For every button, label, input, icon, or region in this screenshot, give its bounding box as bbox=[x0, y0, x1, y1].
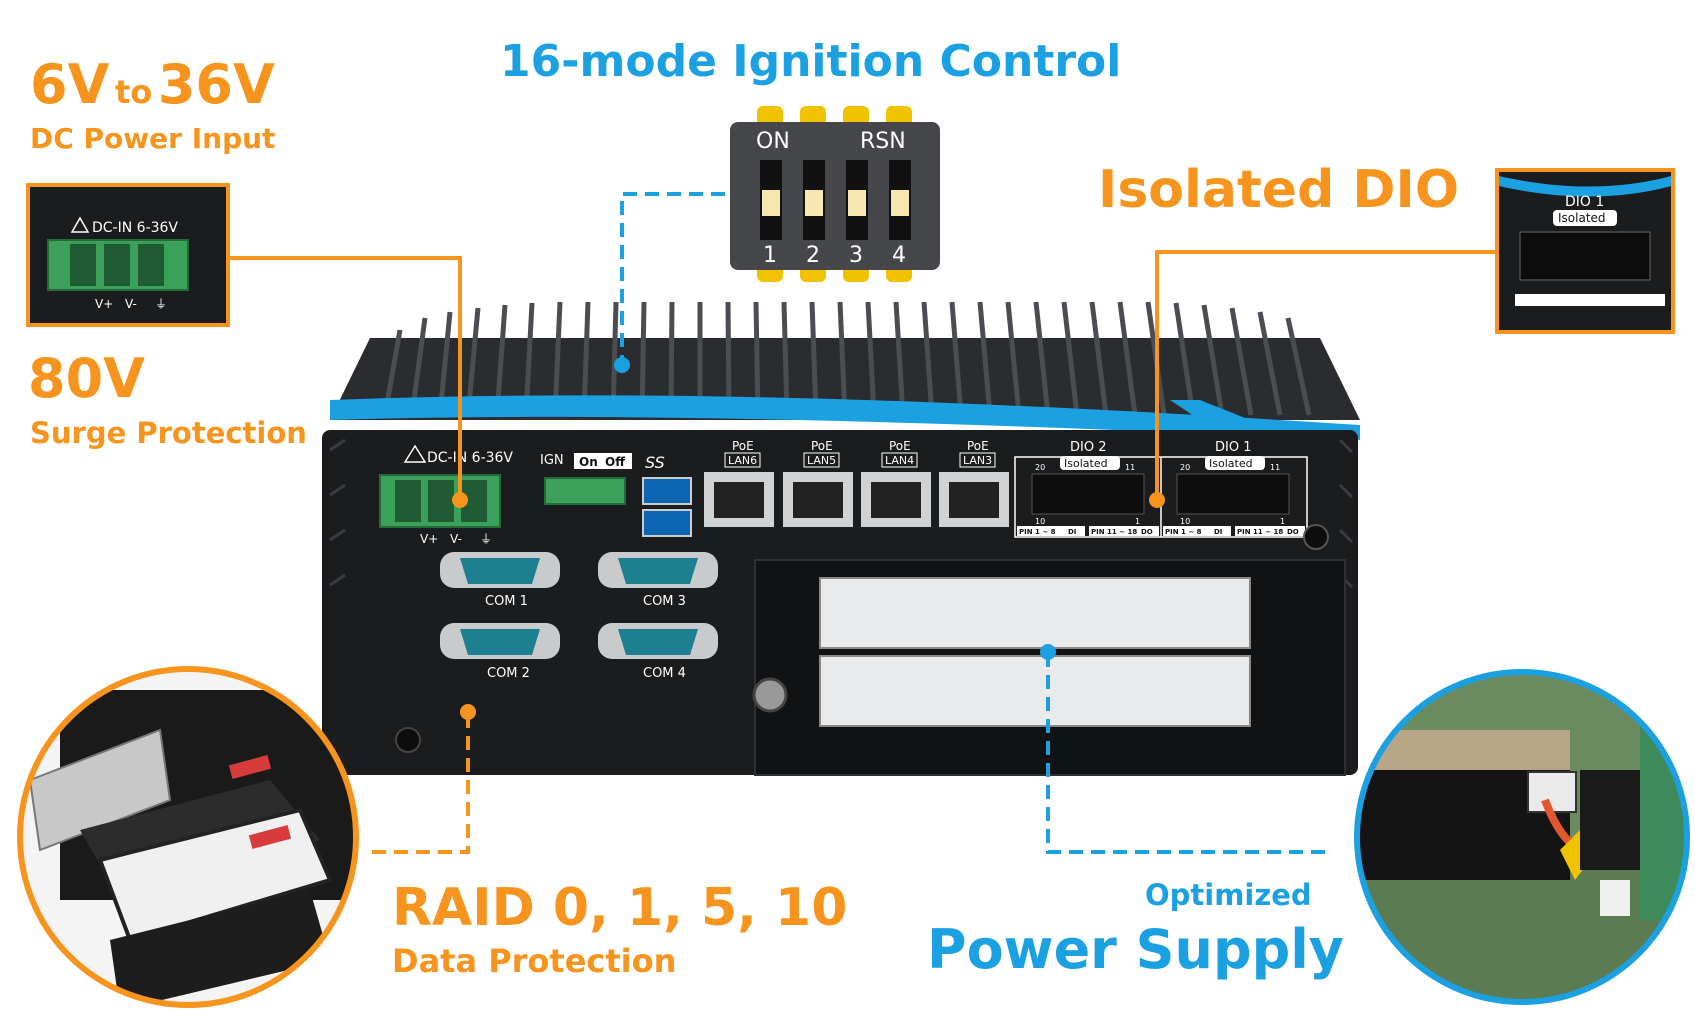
blue-swoosh bbox=[330, 395, 1360, 440]
usb-ss-label: SS bbox=[645, 453, 665, 472]
dc-pin-vminus: V- bbox=[450, 532, 462, 546]
voltage-low: 6V bbox=[30, 53, 110, 116]
svg-text:11: 11 bbox=[1270, 463, 1280, 472]
line-raid bbox=[372, 712, 470, 854]
svg-text:PoE: PoE bbox=[732, 439, 754, 453]
dio-1: DIO 1 Isolated 20 11 10 1 PIN 1 ~ 8 DI P… bbox=[1163, 440, 1305, 536]
dc-pin-ground: ⏚ bbox=[480, 532, 492, 546]
expansion-slots bbox=[752, 559, 1346, 776]
dc-in-inset: DC-IN 6-36V V+ V- ⏚ bbox=[26, 183, 230, 327]
dio-2-badge: Isolated bbox=[1064, 457, 1108, 470]
raid-drive-photo bbox=[17, 666, 359, 1008]
dio-2: DIO 2 Isolated 20 11 10 1 PIN 1 ~ 8 DI P… bbox=[1017, 440, 1159, 536]
com-ports: COM 1 COM 3 COM 2 COM 4 bbox=[440, 552, 718, 681]
power-title: Power Supply bbox=[927, 918, 1344, 981]
ign-off: Off bbox=[605, 455, 625, 469]
dio-1-pin-hi: PIN 11 ~ 18 bbox=[1237, 528, 1283, 536]
dip-num-1: 1 bbox=[763, 243, 777, 268]
dip-on-label: ON bbox=[756, 129, 790, 154]
line-dcin bbox=[230, 256, 462, 500]
dc-in-label: DC-IN 6-36V bbox=[427, 450, 513, 466]
line-power bbox=[1046, 655, 1325, 854]
dio-title: Isolated DIO bbox=[1098, 160, 1460, 220]
power-supply-photo bbox=[1354, 669, 1690, 1005]
com-port-3: COM 3 bbox=[598, 552, 718, 609]
usb-ports: SS bbox=[642, 453, 692, 537]
line-ignition bbox=[620, 192, 725, 362]
dio-1-badge: Isolated bbox=[1209, 457, 1253, 470]
lan-port-3: PoE LAN3 bbox=[939, 439, 1009, 527]
lan-port-6: PoE LAN6 bbox=[704, 439, 774, 527]
svg-text:20: 20 bbox=[1035, 463, 1045, 472]
com-label-4: COM 4 bbox=[643, 666, 686, 681]
svg-text:10: 10 bbox=[1035, 517, 1045, 526]
com-port-4: COM 4 bbox=[598, 623, 718, 681]
surge-sub: Surge Protection bbox=[30, 416, 307, 450]
com-label-3: COM 3 bbox=[643, 594, 686, 609]
svg-text:11: 11 bbox=[1125, 463, 1135, 472]
com-port-2: COM 2 bbox=[440, 623, 560, 681]
svg-text:DO: DO bbox=[1287, 528, 1299, 536]
dip-num-3: 3 bbox=[849, 243, 863, 268]
voltage-high: 36V bbox=[157, 53, 275, 116]
com-label-2: COM 2 bbox=[487, 666, 530, 681]
dio-2-pin-lo: PIN 1 ~ 8 bbox=[1019, 528, 1056, 536]
dip-toggle bbox=[760, 160, 911, 240]
svg-text:Isolated: Isolated bbox=[1558, 211, 1606, 225]
dip-num-4: 4 bbox=[892, 243, 906, 268]
line-dio bbox=[1155, 250, 1497, 500]
surge-title: 80V bbox=[28, 347, 145, 410]
lan-label-4: LAN4 bbox=[885, 454, 914, 467]
svg-text:1: 1 bbox=[1135, 517, 1140, 526]
ign-switch: IGN On Off bbox=[540, 453, 632, 505]
svg-text:PoE: PoE bbox=[889, 439, 911, 453]
lan-label-6: LAN6 bbox=[728, 454, 757, 467]
ign-on: On bbox=[579, 455, 598, 469]
dc-pin-vplus: V+ bbox=[420, 532, 438, 546]
svg-text:DIO 1: DIO 1 bbox=[1565, 194, 1604, 210]
dio-2-name: DIO 2 bbox=[1070, 440, 1106, 455]
svg-text:20: 20 bbox=[1180, 463, 1190, 472]
svg-text:DO: DO bbox=[1141, 528, 1153, 536]
dc-in-connector: DC-IN 6-36V V+ V- ⏚ bbox=[379, 444, 513, 546]
raid-title: RAID 0, 1, 5, 10 bbox=[392, 878, 848, 938]
ignition-title: 16-mode Ignition Control bbox=[500, 36, 1122, 87]
svg-text:10: 10 bbox=[1180, 517, 1190, 526]
com-port-1: COM 1 bbox=[440, 552, 560, 609]
com-label-1: COM 1 bbox=[485, 594, 528, 609]
svg-text:V+: V+ bbox=[95, 297, 113, 311]
dip-switch: ON RSN 1 2 3 4 bbox=[730, 106, 940, 282]
dio-1-name: DIO 1 bbox=[1215, 440, 1251, 455]
lan-label-5: LAN5 bbox=[807, 454, 836, 467]
ign-label: IGN bbox=[540, 453, 564, 468]
power-sub: Optimized bbox=[1145, 878, 1312, 912]
dc-power-input-label: DC Power Input bbox=[30, 122, 276, 155]
dio-1-pin-lo: PIN 1 ~ 8 bbox=[1165, 528, 1202, 536]
svg-text:DI: DI bbox=[1214, 528, 1222, 536]
dio-inset: DIO 1 Isolated bbox=[1495, 168, 1675, 334]
lan-ports: PoE LAN6 PoE LAN5 PoE LAN4 PoE LAN3 bbox=[704, 439, 1009, 527]
svg-text:DI: DI bbox=[1068, 528, 1076, 536]
svg-text:PoE: PoE bbox=[811, 439, 833, 453]
dip-num-2: 2 bbox=[806, 243, 820, 268]
svg-text:DC-IN 6-36V: DC-IN 6-36V bbox=[92, 220, 178, 236]
voltage-range-title: 6V to 36V bbox=[30, 58, 275, 112]
dio-ports: DIO 2 Isolated 20 11 10 1 PIN 1 ~ 8 DI P… bbox=[1014, 440, 1329, 550]
dip-rsn-label: RSN bbox=[860, 129, 906, 154]
svg-text:1: 1 bbox=[1280, 517, 1285, 526]
dio-2-pin-hi: PIN 11 ~ 18 bbox=[1091, 528, 1137, 536]
svg-text:V-: V- bbox=[125, 297, 137, 311]
lan-port-5: PoE LAN5 bbox=[783, 439, 853, 527]
power-button bbox=[1303, 524, 1329, 550]
voltage-to: to bbox=[114, 73, 153, 111]
lan-label-3: LAN3 bbox=[963, 454, 992, 467]
raid-sub: Data Protection bbox=[392, 942, 677, 980]
svg-text:PoE: PoE bbox=[967, 439, 989, 453]
svg-text:⏚: ⏚ bbox=[155, 297, 167, 311]
lan-port-4: PoE LAN4 bbox=[861, 439, 931, 527]
